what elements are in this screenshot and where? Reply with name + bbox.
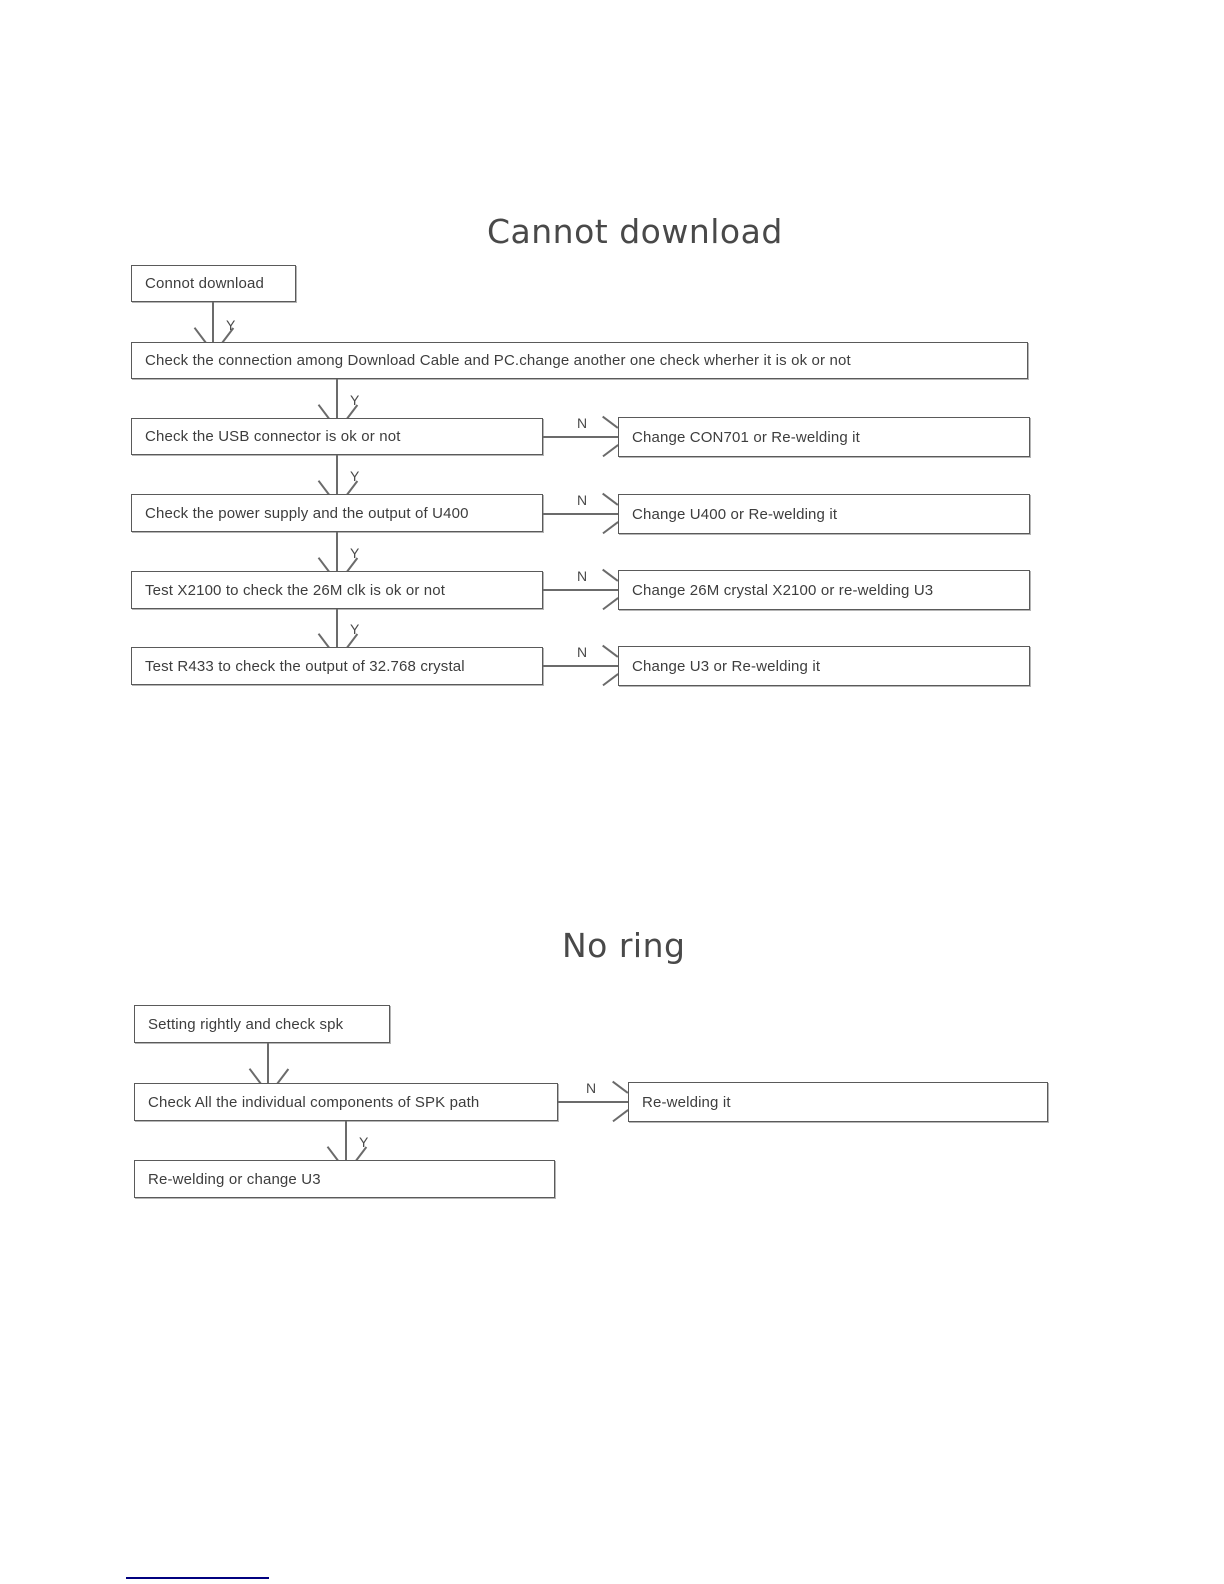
connector-step3-step4 (336, 532, 338, 571)
flow-node-fix5: Change U3 or Re-welding it (618, 646, 1030, 686)
chart-title-no-ring: No ring (562, 926, 686, 965)
arrow-down-icon (324, 403, 350, 419)
connector-step4-fix4 (543, 589, 618, 591)
edge-label-step2-step3: Y (350, 468, 360, 484)
edge-label-step2-fix2: N (577, 415, 588, 431)
flow-node-label: Change CON701 or Re-welding it (632, 428, 860, 446)
edge-label-step5-fix5: N (577, 644, 588, 660)
flow-node-step4: Test X2100 to check the 26M clk is ok or… (131, 571, 543, 609)
arrow-right-icon (602, 423, 618, 449)
flow-node-nr-fix1: Re-welding it (628, 1082, 1048, 1122)
flow-node-step2: Check the USB connector is ok or not (131, 418, 543, 455)
edge-label-step1-step2: Y (350, 392, 360, 408)
edge-label-step4-fix4: N (577, 568, 588, 584)
connector-step2-step3 (336, 455, 338, 494)
flow-node-label: Change 26M crystal X2100 or re-welding U… (632, 581, 934, 599)
flow-node-fix4: Change 26M crystal X2100 or re-welding U… (618, 570, 1030, 610)
arrow-down-icon (324, 479, 350, 495)
flow-node-label: Re-welding it (642, 1093, 731, 1111)
flow-node-label: Setting rightly and check spk (148, 1015, 344, 1033)
flow-node-start: Connot download (131, 265, 296, 302)
edge-label-start-step1: Y (226, 317, 236, 333)
edge-label-step4-step5: Y (350, 621, 360, 637)
arrow-right-icon (602, 576, 618, 602)
connector-nr-step1-fix1 (558, 1101, 628, 1103)
connector-nr-step1-step2 (345, 1121, 347, 1160)
connector-nr-start-step1 (267, 1043, 269, 1083)
flow-node-fix2: Change CON701 or Re-welding it (618, 417, 1030, 457)
flow-node-step5: Test R433 to check the output of 32.768 … (131, 647, 543, 685)
connector-step2-fix2 (543, 436, 618, 438)
arrow-down-icon (255, 1067, 281, 1083)
flow-node-nr-step1: Check All the individual components of S… (134, 1083, 558, 1121)
connector-step1-step2 (336, 379, 338, 418)
arrow-down-icon (324, 556, 350, 572)
flow-node-nr-start: Setting rightly and check spk (134, 1005, 390, 1043)
edge-label-nr-step1-fix1: N (586, 1080, 597, 1096)
flow-node-label: Re-welding or change U3 (148, 1170, 321, 1188)
flow-node-step1: Check the connection among Download Cabl… (131, 342, 1028, 379)
flow-node-fix3: Change U400 or Re-welding it (618, 494, 1030, 534)
arrow-down-icon (333, 1145, 359, 1161)
arrow-right-icon (612, 1088, 628, 1114)
flow-node-label: Change U400 or Re-welding it (632, 505, 838, 523)
flow-node-step3: Check the power supply and the output of… (131, 494, 543, 532)
flow-node-nr-step2: Re-welding or change U3 (134, 1160, 555, 1198)
flow-node-label: Change U3 or Re-welding it (632, 657, 821, 675)
flow-node-label: Check the USB connector is ok or not (145, 428, 401, 445)
arrow-right-icon (602, 652, 618, 678)
connector-step5-fix5 (543, 665, 618, 667)
connector-start-step1 (212, 302, 214, 342)
flow-node-label: Check All the individual components of S… (148, 1093, 480, 1111)
flow-node-label: Check the power supply and the output of… (145, 504, 469, 522)
flow-node-label: Test R433 to check the output of 32.768 … (145, 657, 465, 675)
footer-divider (126, 1577, 269, 1579)
flow-node-label: Connot download (145, 275, 265, 292)
arrow-right-icon (602, 500, 618, 526)
connector-step3-fix3 (543, 513, 618, 515)
connector-step4-step5 (336, 609, 338, 647)
flow-node-label: Check the connection among Download Cabl… (145, 352, 851, 369)
arrow-down-icon (200, 326, 226, 342)
chart-title-cannot-download: Cannot download (487, 212, 783, 251)
edge-label-step3-step4: Y (350, 545, 360, 561)
edge-label-step3-fix3: N (577, 492, 588, 508)
flow-node-label: Test X2100 to check the 26M clk is ok or… (145, 581, 446, 599)
edge-label-nr-step1-step2: Y (359, 1134, 369, 1150)
arrow-down-icon (324, 632, 350, 648)
